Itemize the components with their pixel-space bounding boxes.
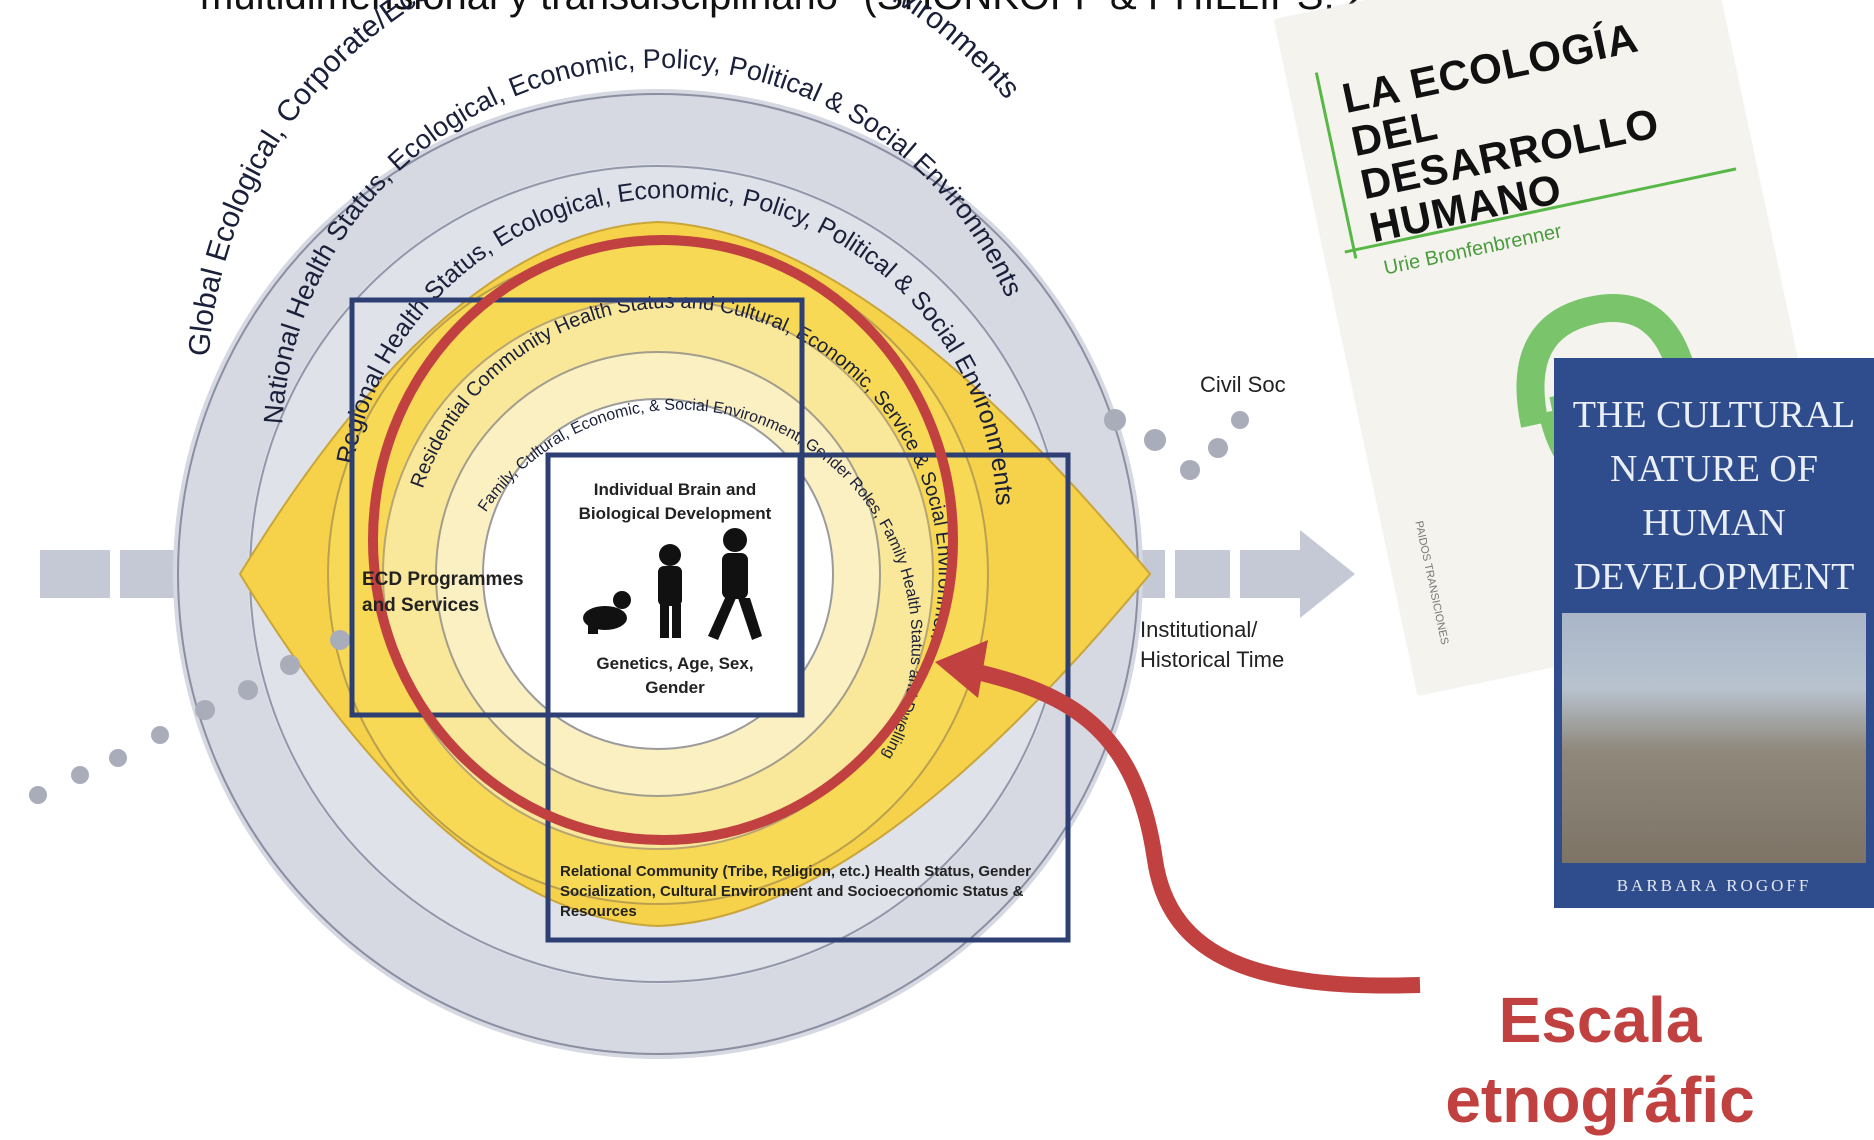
annotation-label: Escala etnográfic (1445, 984, 1755, 1136)
book2-title: THE CULTURAL NATURE OF HUMAN DEVELOPMENT (1572, 394, 1856, 598)
book2-author: BARBARA ROGOFF (1616, 876, 1812, 895)
civil-society-label: Civil Soc (1200, 372, 1286, 397)
time-label: Institutional/ Historical Time (1140, 617, 1285, 672)
caption-text: multidimensional y transdisciplinario" (… (200, 0, 1459, 19)
beach-photo (1562, 613, 1866, 863)
relational-label: Relational Community (Tribe, Religion, e… (560, 863, 1031, 920)
development-figures-icon (583, 528, 762, 640)
book1-spine-text: PAIDOS TRANSICIONES (1412, 519, 1451, 646)
pointer-arrow (958, 660, 1421, 994)
center-title: Individual Brain and Biological Developm… (578, 480, 772, 523)
ecd-label: ECD Programmes and Services (362, 569, 524, 616)
dotted-trail (29, 409, 1249, 804)
book-cover-rogoff: THE CULTURAL NATURE OF HUMAN DEVELOPMENT… (1554, 358, 1874, 908)
arrow-head (935, 640, 988, 698)
highlight-circle (368, 235, 958, 845)
center-subtitle: Genetics, Age, Sex, Gender (596, 654, 754, 697)
